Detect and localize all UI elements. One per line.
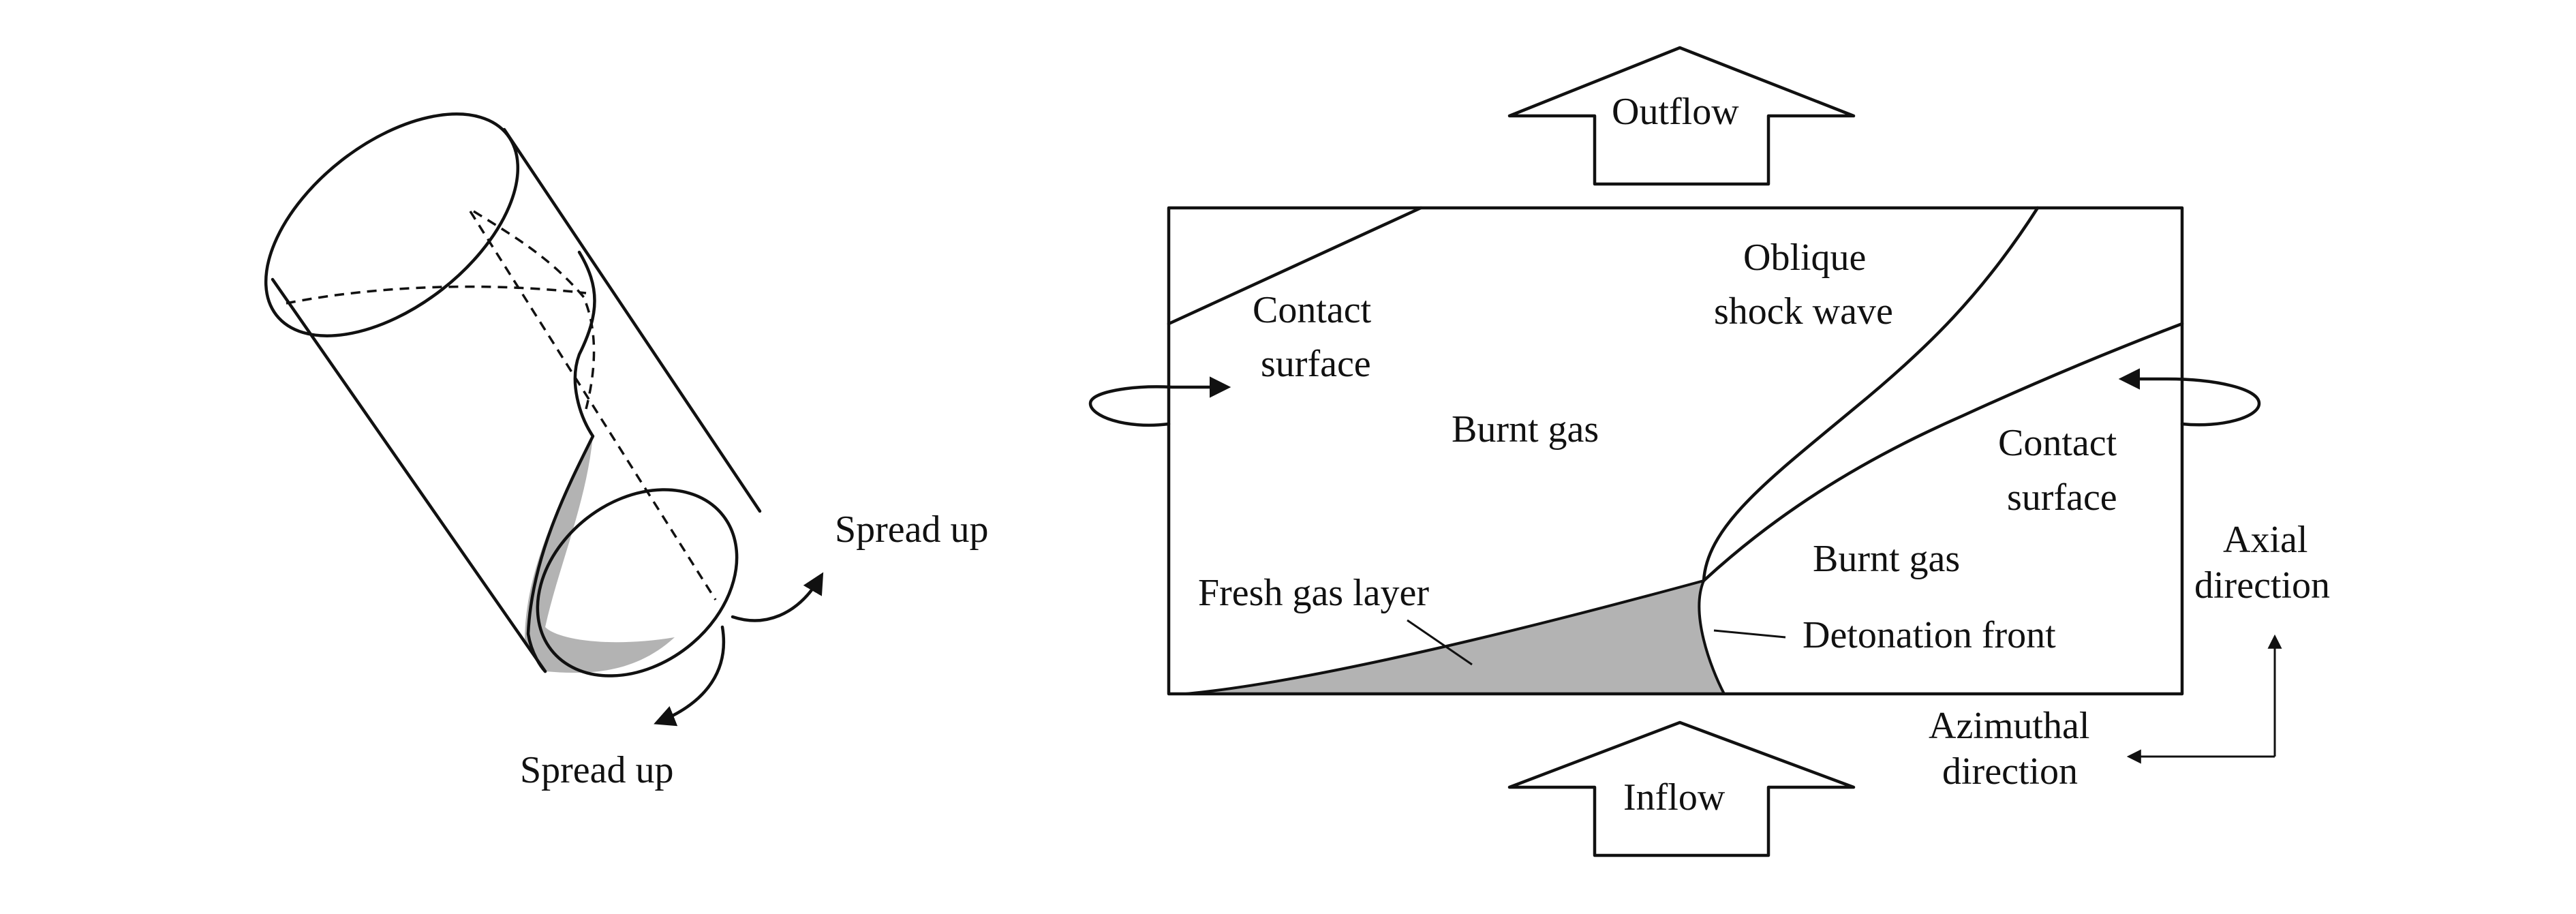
- spread-up-arrow-bottom: [654, 625, 726, 727]
- cylinder-top-ellipse: [264, 112, 520, 337]
- cylinder-hidden-curve-top: [286, 285, 587, 305]
- cylinder-diagram: Spread up Spread up: [264, 112, 989, 791]
- cylinder-side-right: [502, 127, 762, 513]
- axial-label-2: direction: [2194, 564, 2330, 607]
- cylinder-side-left: [271, 277, 547, 673]
- direction-axes: Axial direction Azimuthal direction: [1929, 519, 2330, 793]
- oblique-shock-label-2: shock wave: [1714, 290, 1893, 333]
- outflow-arrow: [1507, 46, 1856, 186]
- azimuthal-label-1: Azimuthal: [1929, 705, 2089, 747]
- cylinder-detonation-wave: [526, 250, 596, 673]
- burnt-gas-upper-label: Burnt gas: [1452, 408, 1599, 451]
- rotation-arrow-left: [1088, 376, 1231, 427]
- contact-surface-left-label-1: Contact: [1253, 289, 1372, 331]
- burnt-gas-lower-label: Burnt gas: [1813, 538, 1960, 580]
- contact-surface-left-label-2: surface: [1261, 343, 1371, 385]
- spread-up-arrow-right: [731, 572, 824, 622]
- contact-surface-right-line: [1702, 322, 2184, 583]
- cylinder-hidden-axis: [469, 211, 717, 600]
- fresh-gas-layer-label: Fresh gas layer: [1198, 572, 1429, 614]
- inflow-label: Inflow: [1623, 776, 1726, 819]
- cylinder-bottom-ellipse: [536, 488, 739, 677]
- chamber-rectangle: [1167, 206, 2184, 696]
- cylinder-hidden-curve-mid: [473, 210, 587, 301]
- inflow-arrow: [1507, 720, 1856, 857]
- outflow-label: Outflow: [1612, 91, 1739, 133]
- spread-up-label-right: Spread up: [835, 508, 989, 551]
- axial-label-1: Axial: [2223, 519, 2307, 561]
- contact-surface-right-label-2: surface: [2007, 476, 2117, 519]
- spread-up-label-bottom: Spread up: [520, 749, 674, 791]
- cylinder-fresh-gas-region: [525, 436, 675, 673]
- fresh-gas-leader: [1407, 619, 1473, 666]
- contact-surface-left-line: [1167, 206, 1423, 326]
- contact-surface-right-label-1: Contact: [1998, 422, 2117, 464]
- oblique-shock-wave-line: [1702, 206, 2040, 583]
- detonation-front-label: Detonation front: [1803, 614, 2056, 656]
- rotation-arrow-right: [2118, 368, 2261, 427]
- oblique-shock-label-1: Oblique: [1743, 237, 1866, 279]
- unrolled-chamber-diagram: Outflow Inflow Contact surface Oblique s…: [1088, 46, 2261, 857]
- detonation-front-leader: [1713, 629, 1786, 639]
- azimuthal-label-2: direction: [1942, 750, 2078, 793]
- cylinder-hidden-front: [585, 303, 596, 410]
- fresh-gas-layer-region: [1185, 578, 1727, 695]
